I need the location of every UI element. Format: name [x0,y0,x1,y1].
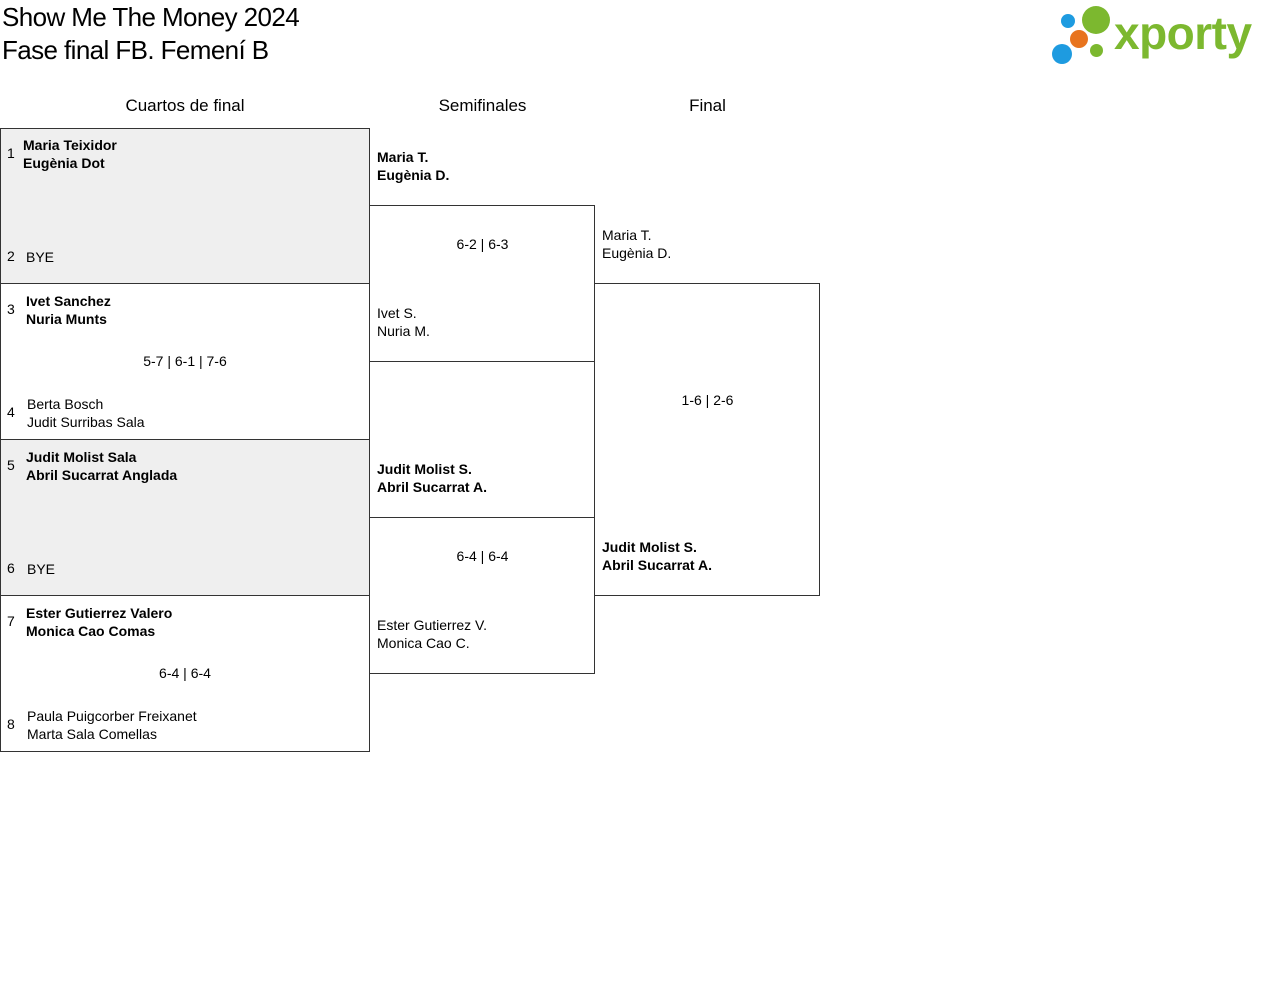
player-name[interactable]: Judit Surribas Sala [27,414,145,430]
player-name[interactable]: Berta Bosch [27,396,104,412]
player-name[interactable]: Maria T. [377,149,429,165]
seed-number: 5 [7,457,15,473]
player-name[interactable]: Monica Cao C. [377,635,470,651]
tournament-title: Show Me The Money 2024 [2,2,300,32]
seed-number: 2 [7,248,15,264]
player-name[interactable]: Ester Gutierrez Valero [26,605,173,621]
seed-number: 3 [7,301,15,317]
player-name[interactable]: Maria Teixidor [23,137,117,153]
seed-number: 7 [7,613,15,629]
logo-dot-blue-small [1061,14,1075,28]
round-header-semifinals: Semifinales [438,96,527,115]
xporty-logo[interactable]: xporty [1050,4,1276,68]
seed-number: 8 [7,716,15,732]
player-name[interactable]: Abril Sucarrat Anglada [26,467,178,483]
match-score: 5-7 | 6-1 | 7-6 [143,353,227,369]
match-score: 6-4 | 6-4 [159,665,211,681]
player-name[interactable]: Monica Cao Comas [26,623,156,639]
player-name[interactable]: Nuria M. [377,323,430,339]
player-name[interactable]: Eugènia D. [377,167,450,183]
draw-subtitle: Fase final FB. Femení B [2,35,269,65]
match-score: 6-4 | 6-4 [456,548,509,564]
player-name[interactable]: Abril Sucarrat A. [377,479,487,495]
player-name[interactable]: Paula Puigcorber Freixanet [27,708,197,724]
player-name[interactable]: Judit Molist S. [602,539,697,555]
player-name[interactable]: Ester Gutierrez V. [377,617,487,633]
seed-number: 1 [7,145,15,161]
player-name[interactable]: Maria T. [602,227,652,243]
final-match [594,283,820,596]
logo-dot-orange [1070,30,1088,48]
logo-dot-green [1082,6,1110,34]
player-name[interactable]: Nuria Munts [26,311,107,327]
player-name[interactable]: Eugènia D. [602,245,672,261]
round-header-quarterfinals: Cuartos de final [125,96,245,115]
logo-wordmark: xporty [1114,7,1252,59]
bye-label: BYE [26,249,55,265]
logo-dot-green-small [1090,44,1103,57]
player-name[interactable]: Abril Sucarrat A. [602,557,712,573]
qf-match-3 [0,439,370,596]
player-name[interactable]: Judit Molist Sala [26,449,137,465]
logo-dot-blue-large [1052,44,1072,64]
round-header-final: Final [689,96,726,115]
seed-number: 6 [7,560,15,576]
player-name[interactable]: Ivet S. [377,305,417,321]
player-name[interactable]: Eugènia Dot [23,155,105,171]
qf-match-1 [0,128,370,284]
player-name[interactable]: Marta Sala Comellas [27,726,157,742]
bye-label: BYE [27,561,56,577]
match-score: 1-6 | 2-6 [681,392,734,408]
player-name[interactable]: Ivet Sanchez [26,293,111,309]
match-score: 6-2 | 6-3 [456,236,509,252]
player-name[interactable]: Judit Molist S. [377,461,472,477]
seed-number: 4 [7,404,15,420]
